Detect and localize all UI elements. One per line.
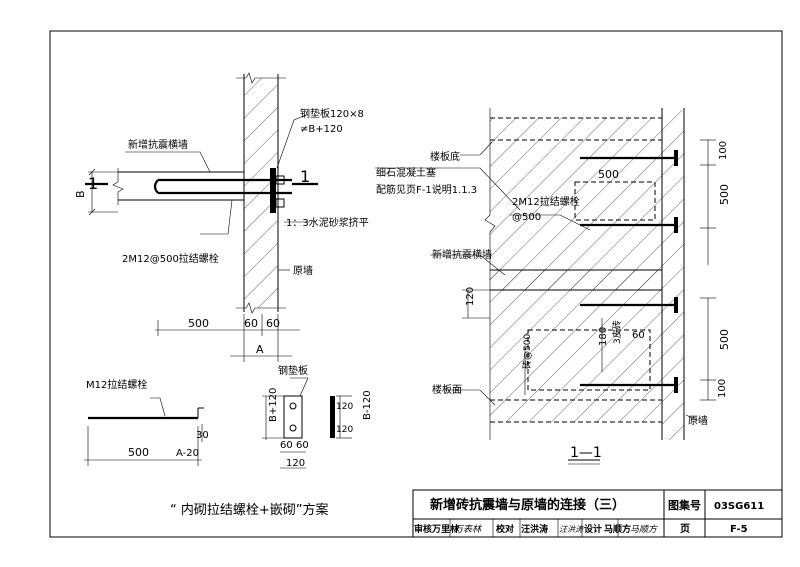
title-block <box>412 489 783 538</box>
atlas-label: 图集号 <box>668 498 701 512</box>
dim-b-label: B <box>74 190 87 198</box>
check-label: 校对 <box>496 523 514 535</box>
concrete-grade-label: 配筋见页F-1说明1.1.3 <box>376 183 477 196</box>
plate-dim-bm120: B-120 <box>362 390 373 420</box>
section-1-1 <box>375 108 716 465</box>
design-name: 马顺方 <box>604 523 631 535</box>
review-label: 审核 <box>414 523 432 535</box>
section-dim-500c: 500 <box>718 329 731 350</box>
plate-dim-120b: 120 <box>336 425 353 435</box>
section-new-wall: 新增抗震横墙 <box>432 248 492 261</box>
check-name: 汪洪涛 <box>521 523 548 535</box>
section-bolt-spec: 2M12拉结螺栓 <box>512 195 580 208</box>
section-dim-100a: 100 <box>718 141 729 160</box>
plate-dim-120c: 120 <box>286 458 305 469</box>
dim-60b-label: 60 <box>266 317 280 330</box>
bolt-detail <box>84 397 204 466</box>
dim-500-label: 500 <box>188 317 209 330</box>
page-label: 页 <box>680 523 690 535</box>
atlas-no: 03SG611 <box>714 501 764 512</box>
section-orig-wall: 原墙 <box>688 414 708 427</box>
section-mark-left: 1 <box>88 174 98 193</box>
plate-dim-120a: 120 <box>336 402 353 412</box>
section-dim-3rows: 3皮砖 <box>611 320 623 344</box>
section-dim-120: 120 <box>465 287 476 306</box>
design-label: 设计 <box>584 523 602 535</box>
bolt-dim-500: 500 <box>128 446 149 459</box>
section-dim-60: 60 <box>632 330 645 341</box>
dim-60a-label: 60 <box>244 317 258 330</box>
bolt-dim-a20: A-20 <box>176 448 199 459</box>
plate-label: 钢垫板 <box>278 364 308 377</box>
floor-surface-label: 楼板面 <box>432 383 462 396</box>
section-dim-180: 180 <box>598 327 609 346</box>
title-block-title: 新增砖抗震墙与原墙的连接（三） <box>430 497 625 513</box>
section-dim-500b: 500 <box>718 184 731 205</box>
plate-dim-60a: 60 <box>280 440 293 451</box>
section-dim-500a: 500 <box>598 168 619 181</box>
review-sign: 万表林 <box>454 524 482 535</box>
plate-dim-b120: B+120 <box>268 388 279 422</box>
mortar-label: 1：3水泥砂浆挤平 <box>286 216 369 229</box>
dim-a-label: A <box>256 343 264 356</box>
section-mark-right: 1 <box>300 167 310 186</box>
section-dim-spacing: 砖@500 <box>521 334 533 369</box>
fine-concrete-label: 细石混凝土塞 <box>376 166 436 179</box>
new-wall-label: 新增抗震横墙 <box>128 138 188 151</box>
review-name: 万里林 <box>431 523 460 535</box>
plate-detail <box>262 377 352 469</box>
plate-length-label: ≠B+120 <box>300 124 343 135</box>
section-title: 1—1 <box>570 445 602 461</box>
bolt-detail-label: M12拉结螺栓 <box>86 378 147 391</box>
steel-plate-label: 钢垫板120×8 <box>300 107 364 120</box>
steel-plate <box>270 168 276 213</box>
check-sign: 汪洪涛 <box>559 525 584 534</box>
scheme-caption: “ 内砌拉结螺栓+嵌砌”方案 <box>170 502 329 518</box>
left-plan-detail <box>85 72 318 362</box>
section-dim-100b: 100 <box>717 379 728 398</box>
page-no: F-5 <box>730 524 748 535</box>
plate-dim-60b: 60 <box>296 440 309 451</box>
design-sign: 马顺方 <box>630 524 658 535</box>
bolt-spec-label: 2M12@500拉结螺栓 <box>122 252 219 265</box>
orig-wall-label: 原墙 <box>293 264 313 277</box>
floor-bottom-label: 楼板底 <box>430 150 460 163</box>
section-bolt-spacing: @500 <box>512 212 541 223</box>
bolt-dim-30: 30 <box>196 430 209 441</box>
